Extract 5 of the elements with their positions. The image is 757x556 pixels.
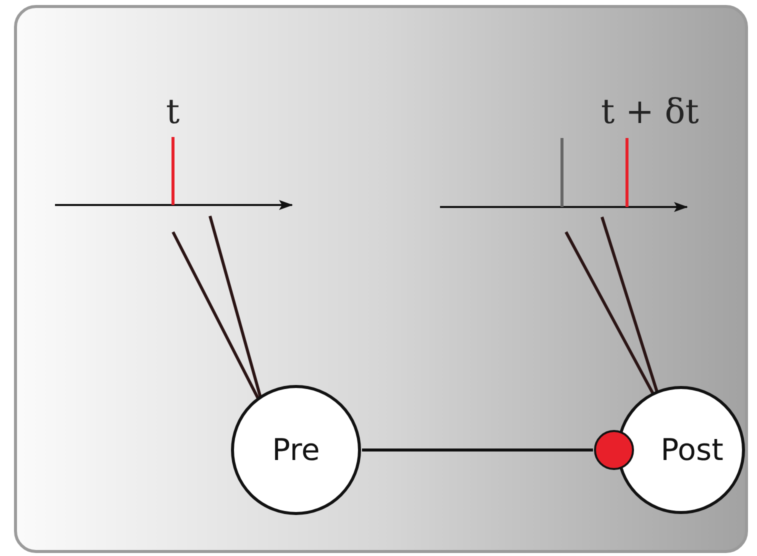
- synapse-connection: [362, 448, 593, 452]
- neuron-label: Pre: [272, 432, 320, 468]
- time-label: t + δt: [601, 92, 699, 132]
- time-label: t: [166, 92, 180, 132]
- neuron-label: Post: [660, 432, 724, 468]
